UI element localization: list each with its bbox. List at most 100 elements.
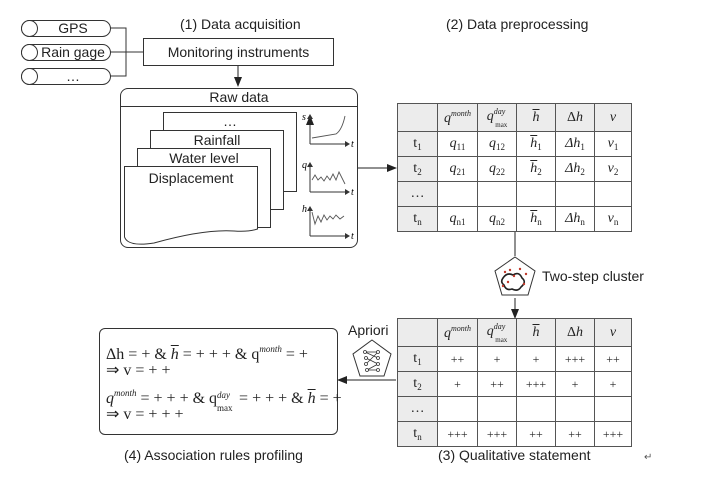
- layer-label: Displacement: [148, 170, 234, 186]
- row-header: tn: [397, 206, 438, 232]
- sensor-bracket: [110, 27, 143, 77]
- table-cell: Δh2: [555, 156, 595, 182]
- mini-chart-q: q t: [302, 160, 354, 198]
- sensor-cylinder-icon: [21, 20, 38, 37]
- table-cell: +++: [594, 421, 632, 447]
- sensor-label: …: [66, 68, 80, 84]
- table-cell: [555, 181, 595, 207]
- table-cell: Δhn: [555, 206, 595, 232]
- table-cell: [437, 396, 478, 422]
- col-header-q-month: qmonth: [437, 103, 478, 132]
- corner-cell: [397, 103, 438, 132]
- table-row: t1+++++++++: [397, 346, 632, 372]
- rule-2-consequent: ⇒ v = + + +: [106, 406, 184, 423]
- col-header-v: v: [594, 318, 632, 347]
- qualitative-table: qmonth qdaymax h Δh v t1+++++++++t2+++++…: [397, 318, 632, 447]
- displacement-document-body: [124, 189, 258, 245]
- corner-cell: [397, 318, 438, 347]
- table-cell: q21: [437, 156, 478, 182]
- mini-chart-x-label: t: [351, 139, 354, 150]
- table-cell: ++: [437, 346, 478, 372]
- sensor-label: Rain gage: [41, 44, 105, 60]
- row-header: t1: [397, 346, 438, 372]
- two-step-cluster-label: Two-step cluster: [542, 268, 644, 284]
- col-header-h-bar: h: [516, 318, 556, 347]
- table-cell: q12: [477, 131, 517, 157]
- table-cell: Δh1: [555, 131, 595, 157]
- table-cell: +: [437, 371, 478, 397]
- table-cell: q11: [437, 131, 478, 157]
- table-header-row: qmonth qdaymax h Δh v: [397, 318, 632, 347]
- table-header-row: qmonth qdaymax h Δh v: [397, 103, 632, 132]
- table-cell: +: [516, 346, 556, 372]
- mini-chart-h: h t: [302, 204, 354, 242]
- col-header-delta-h: Δh: [555, 103, 595, 132]
- layer-label: …: [223, 113, 237, 129]
- row-header: …: [397, 396, 438, 422]
- table-cell: +: [555, 371, 595, 397]
- monitoring-instruments-box: Monitoring instruments: [143, 38, 334, 66]
- mini-chart-line: [311, 170, 346, 185]
- return-mark: ↵: [644, 452, 653, 463]
- table-cell: ++: [555, 421, 595, 447]
- table-cell: [594, 396, 632, 422]
- sensor-gps: GPS: [21, 20, 111, 37]
- col-header-q-day-max: qdaymax: [477, 103, 517, 132]
- row-header: tn: [397, 421, 438, 447]
- mini-chart-line: [311, 115, 346, 139]
- table-cell: hn: [516, 206, 556, 232]
- layer-label: Rainfall: [193, 132, 241, 148]
- mini-chart-line: [311, 211, 345, 226]
- caption-data-preprocessing: (2) Data preprocessing: [446, 16, 589, 32]
- table-cell: [516, 396, 556, 422]
- caption-data-acquisition: (1) Data acquisition: [180, 16, 301, 32]
- col-header-q-day-max: qdaymax: [477, 318, 517, 347]
- association-rules: Δh = + & h = + + + & qmonth = + ⇒ v = + …: [106, 338, 342, 426]
- sensor-rain-gage: Rain gage: [21, 44, 111, 61]
- table-row: tn+++++++++++++: [397, 421, 632, 447]
- raw-data-title: Raw data: [121, 89, 357, 107]
- row-header: t2: [397, 371, 438, 397]
- table-cell: ++: [594, 346, 632, 372]
- mini-chart-x-label: t: [351, 231, 354, 242]
- col-header-v: v: [594, 103, 632, 132]
- col-header-h-bar: h: [516, 103, 556, 132]
- table-cell: vn: [594, 206, 632, 232]
- table-cell: +: [477, 346, 517, 372]
- layer-displacement: Displacement: [124, 166, 258, 190]
- rule-1-antecedent: Δh = + & h = + + + & qmonth = +: [106, 344, 308, 363]
- table-cell: +++: [516, 371, 556, 397]
- apriori-label: Apriori: [348, 322, 389, 338]
- sensor-more: …: [21, 68, 111, 85]
- table-cell: q22: [477, 156, 517, 182]
- table-cell: [516, 181, 556, 207]
- table-cell: ++: [477, 371, 517, 397]
- mini-chart-y-label: h: [302, 204, 307, 215]
- row-header: …: [397, 181, 438, 207]
- cluster-icon: [494, 256, 536, 296]
- mini-chart-y-label: s: [302, 112, 306, 123]
- association-rules-box: [99, 328, 338, 435]
- mini-chart-y-label: q: [302, 160, 307, 171]
- rule-1-consequent: ⇒ v = + +: [106, 362, 171, 379]
- table-cell: [437, 181, 478, 207]
- table-cell: ++: [516, 421, 556, 447]
- sensor-label: GPS: [58, 20, 88, 36]
- table-row: …: [397, 396, 632, 422]
- table-cell: [477, 396, 517, 422]
- row-header: t2: [397, 156, 438, 182]
- table-cell: [477, 181, 517, 207]
- col-header-delta-h: Δh: [555, 318, 595, 347]
- sensor-cylinder-icon: [21, 44, 38, 61]
- table-cell: qn2: [477, 206, 517, 232]
- caption-association-rules: (4) Association rules profiling: [124, 447, 303, 463]
- table-cell: [555, 396, 595, 422]
- table-cell: +++: [477, 421, 517, 447]
- table-cell: v1: [594, 131, 632, 157]
- mini-chart-s: s t: [302, 112, 354, 150]
- table-cell: h1: [516, 131, 556, 157]
